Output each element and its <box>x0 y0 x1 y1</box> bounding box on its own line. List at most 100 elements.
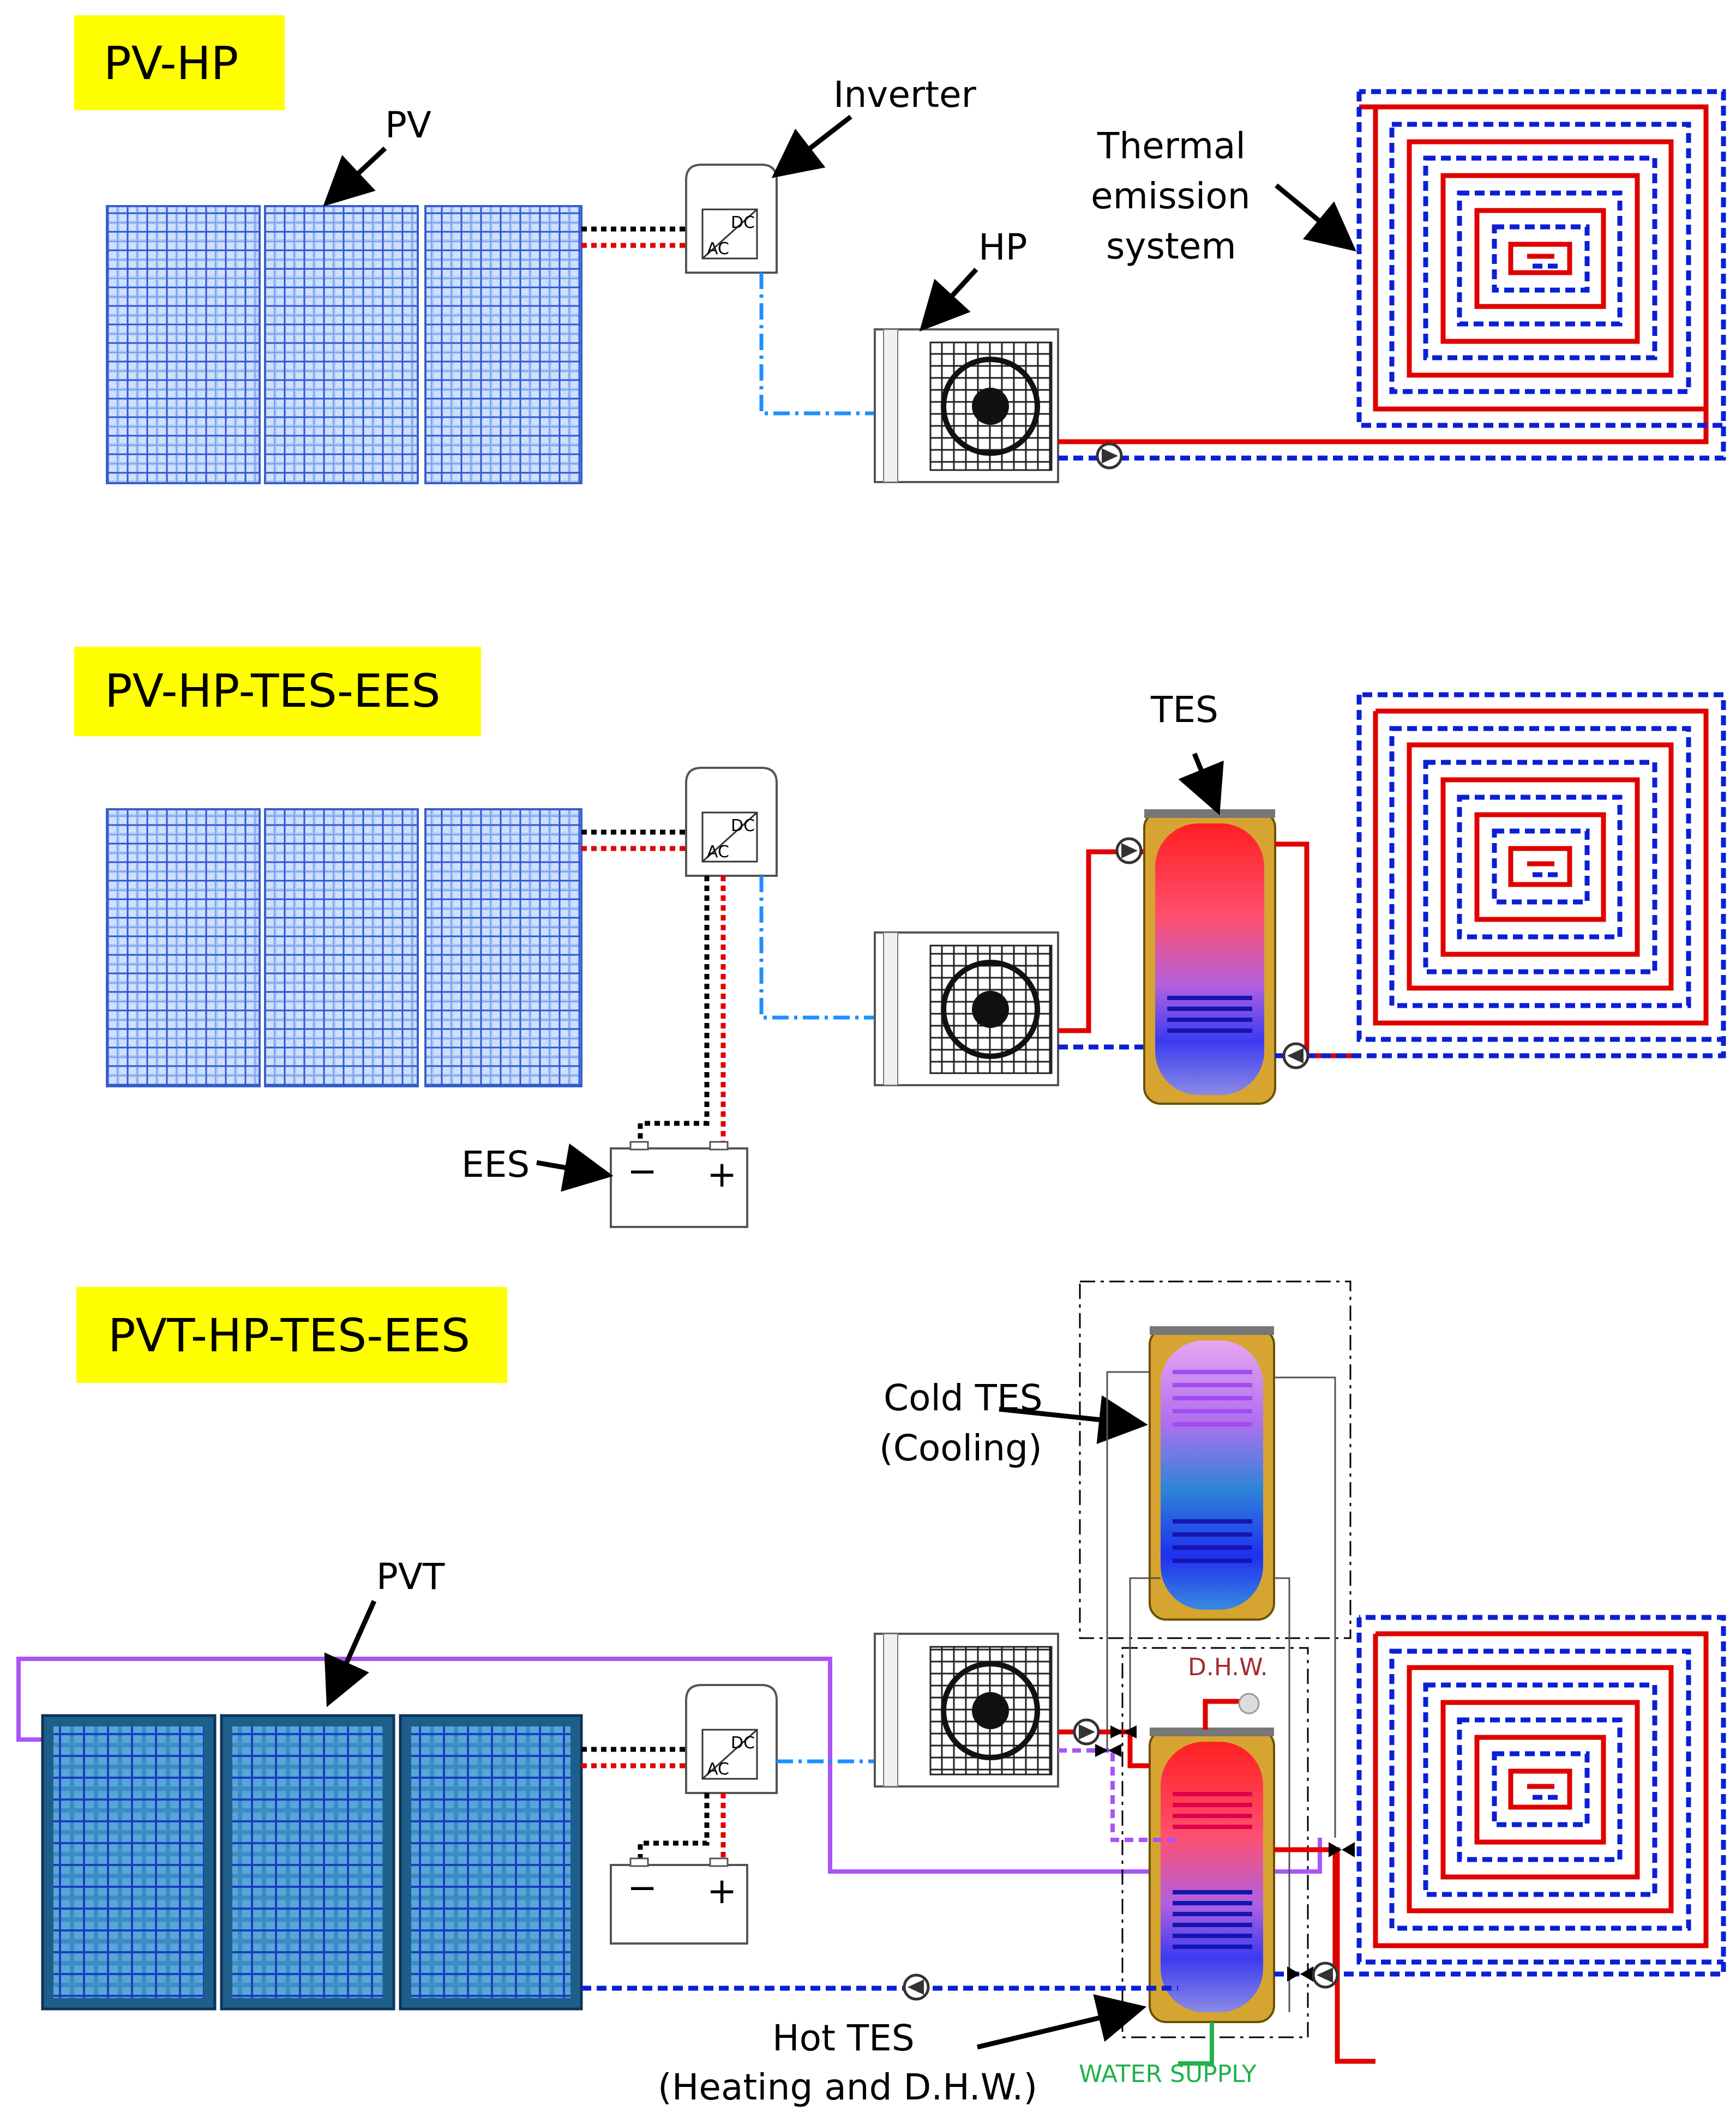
tank-water <box>1161 1742 1263 2012</box>
inverter: DC AC <box>685 1684 778 1794</box>
emission-loop <box>1389 1648 1691 1931</box>
inverter-arrow <box>771 115 852 178</box>
hp-tes-hot-pipe <box>1058 849 1154 1033</box>
section-title-bg <box>76 1287 507 1383</box>
emission-loop <box>1492 224 1590 293</box>
thermal-emission-label-1: Thermal <box>1097 125 1246 167</box>
thermal-emission-label-2: emission <box>1091 175 1251 217</box>
tank-cap <box>1144 809 1275 818</box>
emission-loop <box>1440 173 1640 344</box>
fan-hub-icon <box>972 1692 1009 1729</box>
battery: − + <box>610 1141 748 1228</box>
hot-tes-label-1: Hot TES <box>772 2017 915 2059</box>
valve-icon <box>1287 1966 1313 1982</box>
emission-loop <box>1474 812 1606 922</box>
inverter-hp-link <box>759 273 875 416</box>
pump-arrow-icon <box>1317 1967 1333 1983</box>
tes-emission-hot <box>1275 841 1359 1058</box>
inverter-diagonal <box>701 811 758 863</box>
hot-supply-pipe <box>1058 104 1709 444</box>
emission-loop <box>1508 846 1572 887</box>
cold-tes-line <box>1106 1371 1150 1750</box>
emission-outer-cold <box>1356 695 1723 1042</box>
pump-arrow-icon <box>1102 448 1118 464</box>
tank-coil <box>1167 996 1252 1033</box>
pv-panel <box>264 808 419 1087</box>
valve-icon <box>1329 1842 1355 1857</box>
emission-loop <box>1423 155 1657 360</box>
cold-tes-line <box>1129 1577 1161 1743</box>
pump-arrow-icon <box>1121 843 1138 858</box>
emission-loop <box>1457 795 1623 940</box>
dhw-label: D.H.W. <box>1188 1653 1268 1681</box>
hot-tes-label-2: (Heating and D.H.W.) <box>658 2066 1037 2108</box>
inverter-dc: DC <box>731 816 755 835</box>
tes-label: TES <box>1150 689 1218 731</box>
battery-minus-icon: − <box>627 1867 657 1909</box>
emission-loop <box>1492 828 1590 905</box>
emission-loop <box>1457 190 1623 327</box>
cold-tes-label-2: (Cooling) <box>879 1427 1042 1469</box>
hp-side <box>883 932 898 1086</box>
ees-arrow <box>536 1143 614 1192</box>
section-title: PVT-HP-TES-EES <box>108 1309 470 1362</box>
pvt-label: PVT <box>376 1556 445 1598</box>
ees-label: EES <box>461 1144 530 1186</box>
thermal-emission-label-3: system <box>1106 225 1236 267</box>
cold-tes-line <box>1274 1376 1336 1838</box>
cold-tes-line <box>1275 1577 1290 2012</box>
section-pvt-hp-tes-ees: PVT-HP-TES-EES PVT DC AC <box>16 1280 1726 2108</box>
emission-loop <box>1407 139 1674 378</box>
circulation-pump <box>1115 837 1143 864</box>
battery-terminal <box>709 1857 729 1867</box>
battery-body <box>610 1864 748 1945</box>
emission-loop <box>1389 726 1691 1008</box>
pv-arrow <box>323 146 387 207</box>
circulation-pump <box>1096 442 1123 470</box>
emission-loop <box>1492 1751 1590 1827</box>
cold-tes-boundary <box>1079 1280 1351 1639</box>
inverter: DC AC <box>685 767 778 877</box>
pump-arrow-icon <box>908 1979 924 1995</box>
inverter-diagonal <box>701 208 758 260</box>
valve-icon <box>1095 1744 1121 1757</box>
circulation-pump <box>1282 1042 1309 1069</box>
inverter-dc: DC <box>731 213 755 232</box>
pv-array <box>106 808 582 1087</box>
fan-icon <box>941 960 1040 1059</box>
tank-coil <box>1173 1792 1252 1829</box>
battery-wire-black <box>638 876 710 1150</box>
battery-plus-icon: + <box>707 1153 737 1195</box>
pvt-array <box>41 1714 583 2011</box>
pv-panel <box>106 808 261 1087</box>
inverter-ac: AC <box>707 239 729 258</box>
inverter-diagonal <box>701 1729 758 1780</box>
hp-label: HP <box>978 226 1027 268</box>
pump-arrow-icon <box>1079 1724 1095 1740</box>
three-way-valve <box>1329 1842 1355 1857</box>
inverter-hp-link <box>759 876 875 1020</box>
pv-label: PV <box>385 104 431 146</box>
inverter-ac: AC <box>707 843 729 862</box>
section-pv-hp-tes-ees: PV-HP-TES-EES DC AC − + EES <box>74 647 1726 1228</box>
tes-emission-cold <box>1275 692 1726 1058</box>
fan-hub-icon <box>972 388 1009 425</box>
section-title: PV-HP <box>104 37 238 90</box>
hp-side <box>883 329 898 483</box>
pvt-panel-cells <box>411 1726 570 1998</box>
tank-coil <box>1173 1890 1252 1949</box>
battery: − + <box>610 1857 748 1945</box>
three-way-valve <box>1287 1966 1313 1982</box>
emission-loop <box>1423 760 1657 974</box>
section-pv-hp: PV-HP PV DC AC Inverter <box>74 15 1726 484</box>
emission-outer-hot <box>1373 1631 1709 1948</box>
inverter-dc: DC <box>731 1734 755 1753</box>
cold-tes-arrow <box>999 1395 1148 1445</box>
emission-loop <box>1508 1768 1572 1810</box>
tes-tank <box>1143 809 1276 1105</box>
battery-body <box>610 1147 748 1228</box>
section-title: PV-HP-TES-EES <box>105 664 441 718</box>
battery-terminal <box>629 1857 649 1867</box>
inverter: DC AC <box>685 164 778 274</box>
tank-water <box>1161 1340 1263 1610</box>
